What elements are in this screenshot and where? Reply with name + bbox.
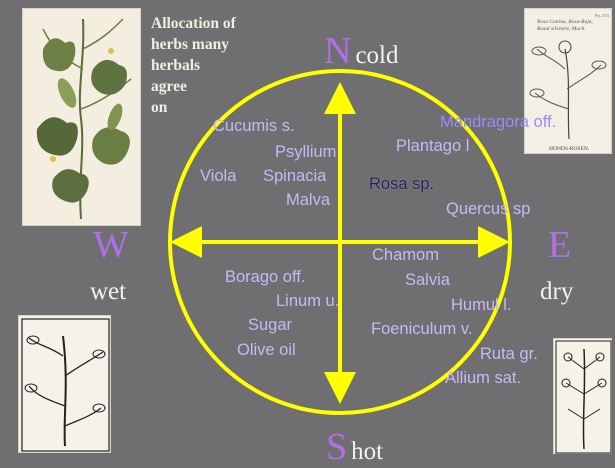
herb-label: Allium sat. bbox=[445, 369, 521, 387]
herb-label: Cucumis s. bbox=[213, 117, 295, 135]
north-word: cold bbox=[355, 42, 398, 69]
herb-label: Spinacia bbox=[263, 167, 326, 185]
herb-label: Ruta gr. bbox=[480, 345, 538, 363]
north-label: N cold bbox=[324, 32, 399, 70]
south-letter: S bbox=[326, 426, 347, 468]
herb-label: Sugar bbox=[248, 316, 292, 334]
herb-label: Mandragora off. bbox=[440, 113, 556, 131]
herb-label: Quercus sp bbox=[446, 200, 530, 218]
herb-label: Chamom bbox=[372, 246, 439, 264]
herb-label: Foeniculum v. bbox=[371, 320, 472, 338]
herb-label: Salvia bbox=[405, 271, 450, 289]
herb-label: Rosa sp. bbox=[369, 175, 434, 193]
west-word: wet bbox=[90, 279, 126, 304]
herb-label: Malva bbox=[286, 191, 330, 209]
south-label: S hot bbox=[326, 428, 383, 466]
east-word: dry bbox=[540, 279, 573, 304]
herb-label: Linum u. bbox=[276, 292, 339, 310]
east-letter: E bbox=[548, 226, 571, 264]
south-word: hot bbox=[351, 438, 383, 465]
herb-label: Borago off. bbox=[225, 268, 305, 286]
north-letter: N bbox=[324, 30, 351, 72]
herb-label: Olive oil bbox=[237, 341, 296, 359]
herb-label: Plantago l bbox=[396, 137, 469, 155]
west-letter: W bbox=[93, 226, 129, 264]
herb-label: Psyllium bbox=[275, 143, 336, 161]
herb-label: Viola bbox=[200, 167, 236, 185]
herb-label: Humul l. bbox=[451, 296, 512, 314]
